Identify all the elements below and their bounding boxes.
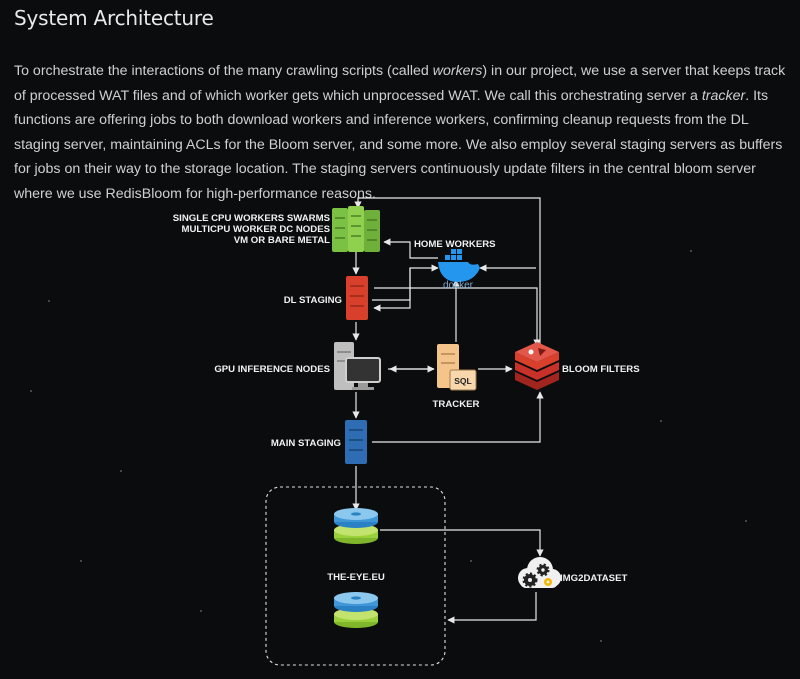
arrow-dl-to-docker — [372, 264, 439, 301]
label-workers-line2: MULTICPU WORKER DC NODES — [181, 224, 330, 235]
gpu-inference-icon — [334, 342, 381, 390]
storage-disk-top-icon — [334, 508, 378, 544]
connector-lines — [352, 197, 544, 624]
dl-staging-server-icon — [346, 276, 368, 320]
arrow-home-to-workers — [383, 238, 438, 259]
label-gpu-inference: GPU INFERENCE NODES — [214, 364, 330, 375]
tracker-server-icon: SQL — [437, 344, 477, 391]
label-tracker: TRACKER — [433, 399, 480, 410]
label-workers-line3: VM OR BARE METAL — [234, 235, 330, 246]
label-main-staging: MAIN STAGING — [271, 438, 341, 449]
section-title: System Architecture — [14, 6, 214, 30]
arrow-main-to-bloom — [372, 391, 544, 443]
storage-boundary — [265, 486, 446, 666]
label-dl-staging: DL STAGING — [284, 295, 342, 306]
svg-text:docker: docker — [443, 280, 474, 291]
intro-paragraph: To orchestrate the interactions of the m… — [14, 63, 786, 202]
bloom-redis-icon — [515, 342, 559, 390]
label-home-workers: HOME WORKERS — [414, 239, 496, 250]
arrow-home-to-dl-line — [373, 268, 411, 312]
line-bloom-to-workers-top — [354, 197, 541, 352]
label-the-eye: THE-EYE.EU — [327, 572, 385, 583]
label-img2dataset: IMG2DATASET — [560, 573, 627, 584]
docker-icon: docker — [438, 249, 480, 291]
main-staging-server-icon — [345, 420, 367, 464]
label-workers-line1: SINGLE CPU WORKERS SWARMS — [173, 213, 331, 224]
arrow-eye-to-img2dataset — [380, 529, 544, 557]
worker-servers-icon — [332, 206, 380, 252]
arrow-img2dataset-to-eye — [447, 592, 537, 624]
img2dataset-cloud-icon — [518, 557, 561, 588]
label-bloom-filters: BLOOM FILTERS — [562, 364, 640, 375]
storage-disk-bottom-icon — [334, 592, 378, 628]
arrow-dl-to-bloom — [374, 287, 541, 347]
svg-text:SQL: SQL — [454, 376, 471, 386]
